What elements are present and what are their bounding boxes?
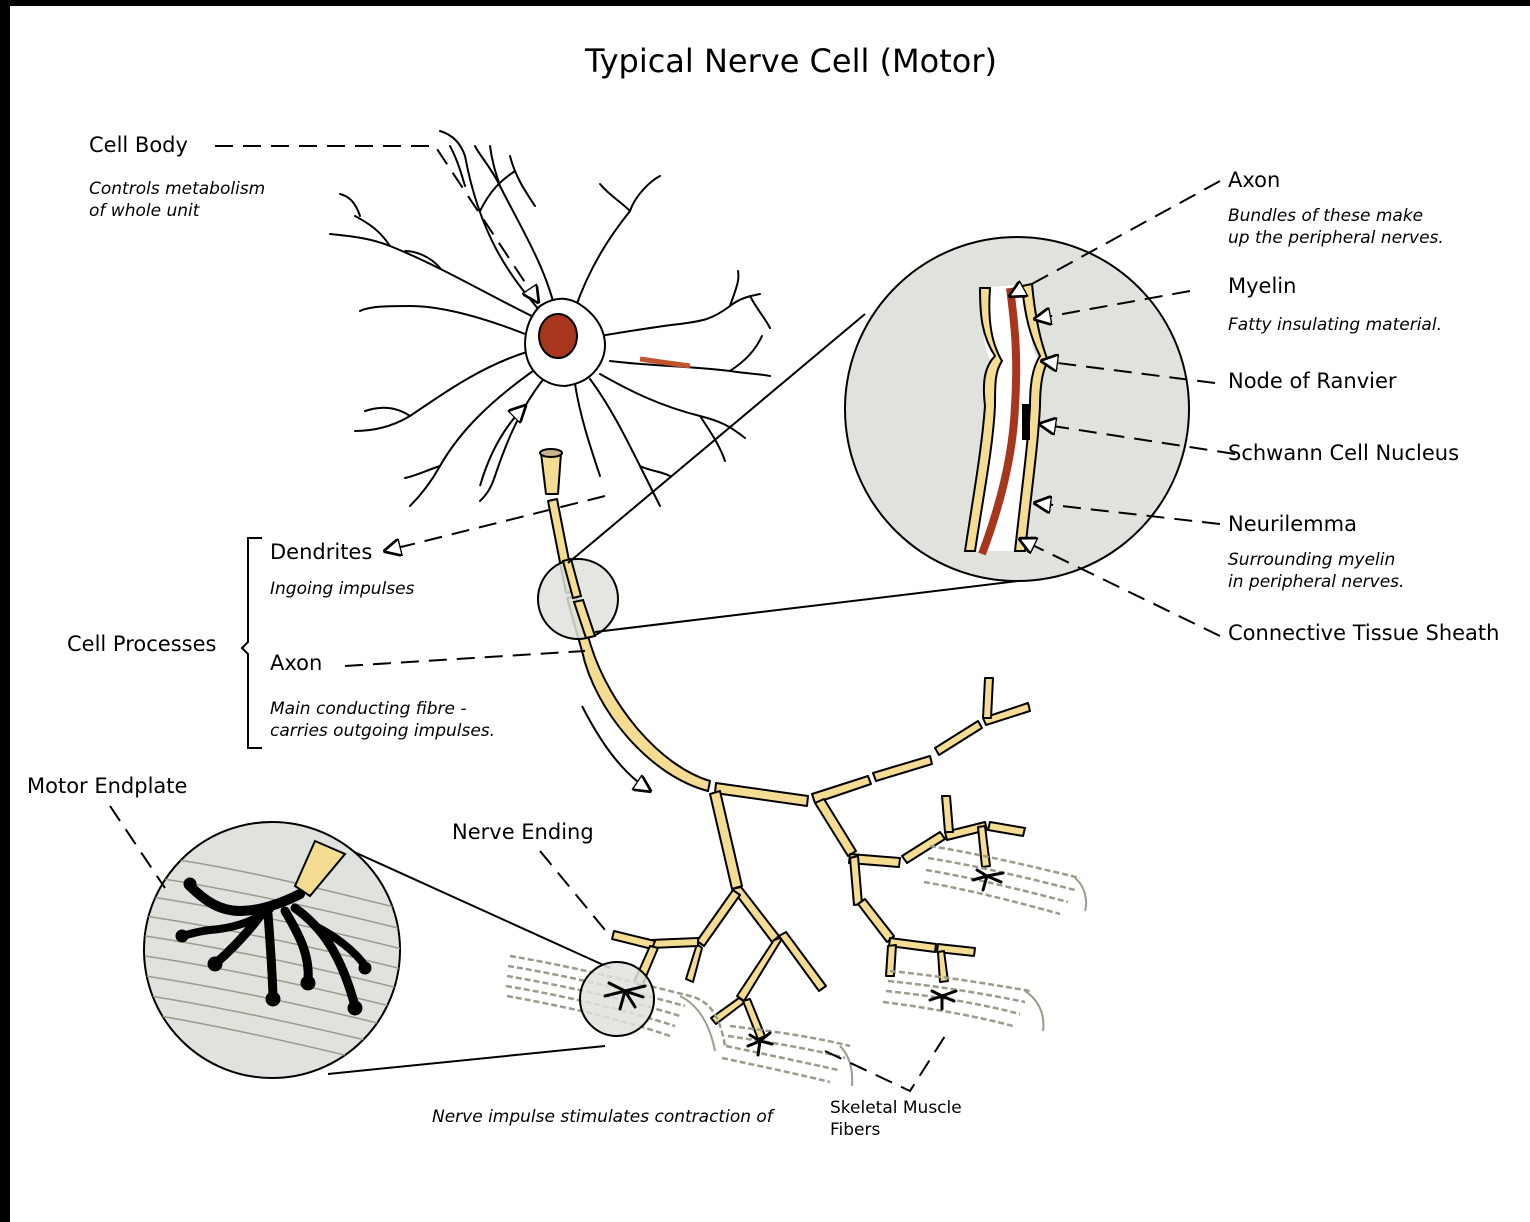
- label-skeletal-muscle: Skeletal Muscle Fibers: [830, 1097, 962, 1141]
- note-impulse: Nerve impulse stimulates contraction of: [432, 1106, 773, 1128]
- small-endplates: [748, 870, 1003, 1055]
- note-neurilemma: Surrounding myelin in peripheral nerves.: [1228, 549, 1404, 593]
- note-myelin: Fatty insulating material.: [1228, 314, 1442, 336]
- label-motor-endplate: Motor Endplate: [27, 774, 187, 798]
- label-cell-processes: Cell Processes: [67, 632, 216, 656]
- label-node-of-ranvier: Node of Ranvier: [1228, 369, 1397, 393]
- nucleus: [539, 314, 577, 358]
- label-axon: Axon: [270, 651, 322, 675]
- note-inset-axon: Bundles of these make up the peripheral …: [1228, 205, 1444, 249]
- note-dendrites: Ingoing impulses: [270, 578, 414, 600]
- diagram-canvas: Typical Nerve Cell (Motor) Cell Body Con…: [10, 6, 1530, 1222]
- label-dendrites: Dendrites: [270, 540, 372, 564]
- label-inset-axon: Axon: [1228, 168, 1280, 192]
- label-schwann-nucleus: Schwann Cell Nucleus: [1228, 441, 1459, 465]
- processes-bracket: [242, 538, 262, 748]
- note-axon: Main conducting fibre - carries outgoing…: [270, 698, 495, 742]
- endplate-small-magnifier: [580, 962, 654, 1036]
- label-neurilemma: Neurilemma: [1228, 512, 1357, 536]
- page-title: Typical Nerve Cell (Motor): [585, 42, 997, 80]
- axon-magnifier: [538, 559, 618, 639]
- myelin-inset: [845, 237, 1189, 581]
- muscle-fiber-outlines: [680, 878, 1086, 1086]
- label-connective-sheath: Connective Tissue Sheath: [1228, 621, 1499, 645]
- axon-branches: [612, 678, 1030, 1039]
- label-nerve-ending: Nerve Ending: [452, 820, 594, 844]
- note-cell-body: Controls metabolism of whole unit: [89, 178, 265, 222]
- label-myelin: Myelin: [1228, 274, 1296, 298]
- label-cell-body: Cell Body: [89, 133, 188, 157]
